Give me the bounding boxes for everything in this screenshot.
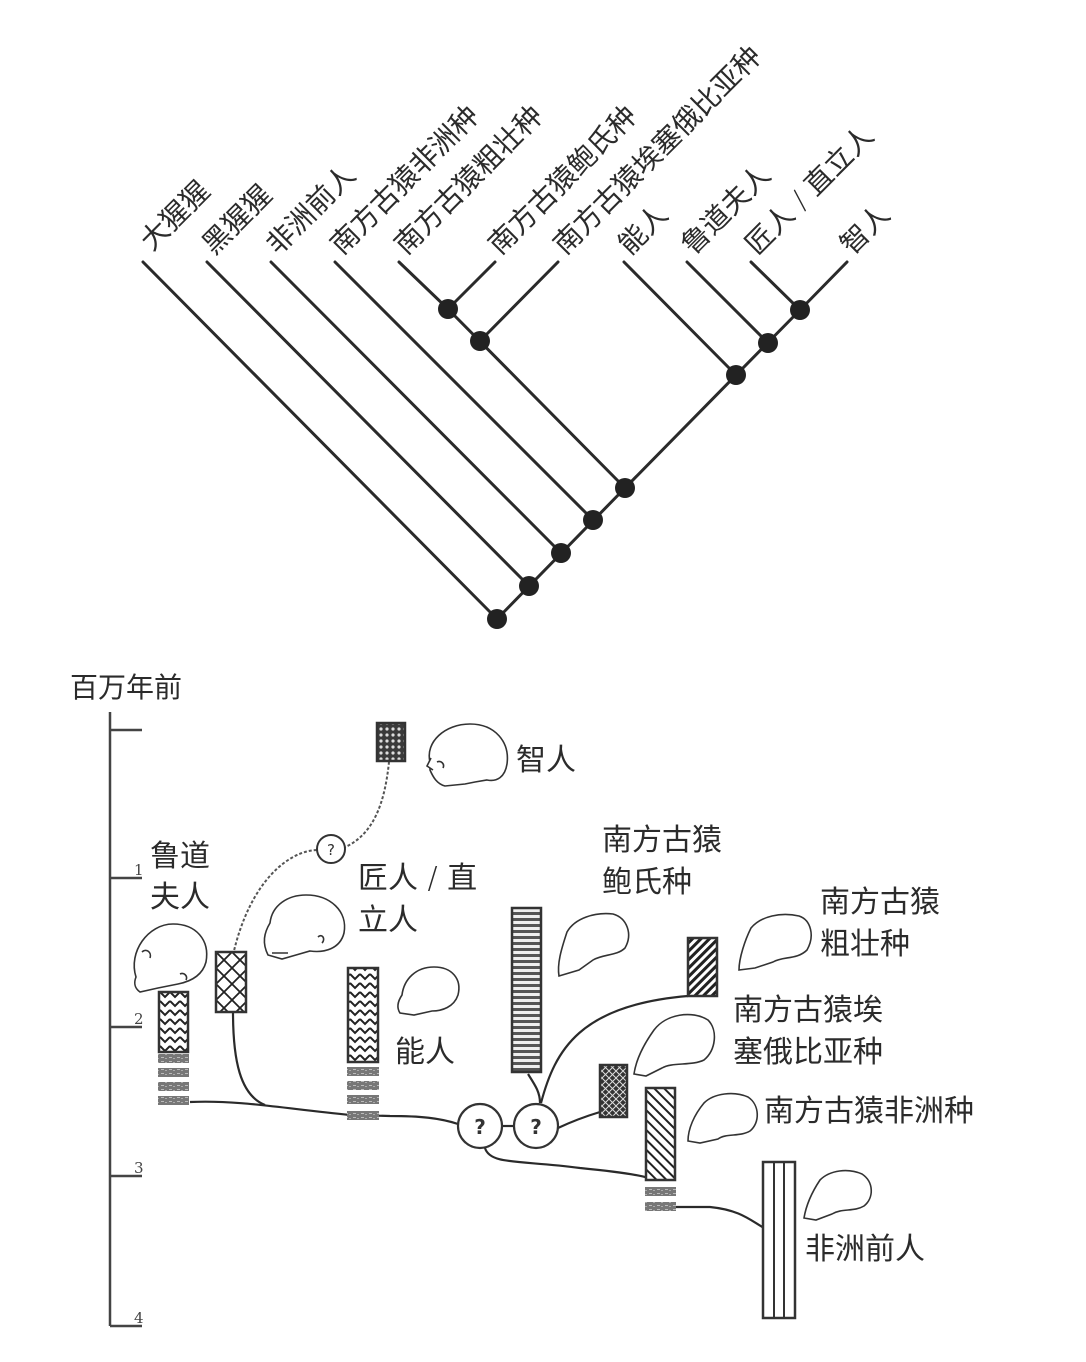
node [758,333,778,353]
node [726,365,746,385]
unknown-ancestor-node: ? [456,1102,504,1150]
branch-aethiopicus [478,260,560,343]
branch-rudolfensis [685,260,770,345]
branch-boisei [446,260,497,311]
node [583,510,603,530]
unknown-ancestor-node: ? [512,1102,560,1150]
timeline: 百万年前 1 2 3 4 ? ? [70,671,974,1328]
tick-label-3: 3 [134,1159,144,1177]
node [438,299,458,319]
node [615,478,635,498]
bar-africanus-uncertain [645,1187,676,1211]
label-africanus: 南方古猿非洲种 [764,1094,974,1129]
branch-robustus [397,260,450,311]
skull-icon-sapiens [425,723,509,787]
label-rudolfensis-line2: 夫人 [150,880,210,915]
label-robustus-line1: 南方古猿 [820,885,940,920]
bar-habilis-uncertain [347,1067,379,1120]
branch-africanus [333,260,595,522]
lineage-unknown-to-sapiens [342,761,390,849]
lineage-boisei [527,1073,542,1104]
label-boisei-line1: 南方古猿 [602,823,722,858]
axis-title: 百万年前 [70,671,182,704]
branch-ergaster [749,260,802,312]
axis-ticks: 1 2 3 4 [110,728,144,1328]
cladogram: 大猩猩 黑猩猩 非洲前人 南方古猿非洲种 南方古猿粗壮种 南方古猿鲍氏种 南方古… [134,40,897,629]
label-ergaster-line2: 立人 [358,903,418,938]
node [470,331,490,351]
unknown-marker: ? [530,1115,542,1139]
label-robustus-line2: 粗壮种 [820,927,910,962]
label-aethiopicus-line2: 塞俄比亚种 [733,1035,883,1070]
unknown-marker: ? [327,841,335,859]
skull-icon-habilis [397,966,460,1016]
label-rudolfensis-line1: 鲁道 [150,839,210,874]
skull-icon-boisei [557,912,630,978]
lineage-ergaster-to-unknown [232,849,319,956]
branch-sapiens [798,260,849,312]
node [551,543,571,563]
unknown-marker: ? [474,1115,486,1139]
label-sapiens: 智人 [516,743,576,778]
bar-sapiens [375,721,407,763]
bar-rudolfensis [157,990,190,1054]
bar-aethiopicus [598,1063,629,1119]
branch-habilis [622,260,738,377]
lineage-aethiopicus [557,1110,601,1129]
lineage-robustus [539,994,689,1104]
label-ergaster-line1: 匠人 / 直 [358,861,477,896]
skull-icon-rudolfensis [133,923,208,993]
lineage-afarensis [676,1205,765,1229]
skull-icon-africanus [687,1092,759,1144]
tick-label-2: 2 [134,1010,144,1028]
skull-icon-aethiopicus [633,1013,716,1077]
node [519,576,539,596]
tick-label-4: 4 [134,1309,144,1327]
skull-icon-robustus [738,913,812,971]
bar-afarensis [761,1160,797,1320]
lineage-main [189,1100,459,1126]
lineage-ergaster [231,1011,266,1107]
label-aethiopicus-line1: 南方古猿埃 [733,993,883,1028]
branch-chimpanzee [205,260,531,588]
bar-robustus [686,936,719,998]
label-afarensis: 非洲前人 [805,1232,925,1267]
branch-gorilla [141,260,499,621]
node [790,300,810,320]
bar-ergaster [214,950,248,1014]
label-habilis: 能人 [395,1035,455,1070]
leaf-label-sapiens: 智人 [834,198,897,261]
bar-boisei [510,906,543,1074]
skull-icon-afarensis [803,1169,873,1221]
skull-icon-ergaster [263,894,346,960]
bar-africanus [644,1086,677,1182]
lineage-to-africanus [483,1147,649,1180]
unknown-ancestor-node: ? [316,834,346,864]
label-boisei-line2: 鲍氏种 [602,865,692,900]
branch-afarensis [269,260,563,555]
node [487,609,507,629]
tick-label-1: 1 [134,861,144,879]
bar-habilis [346,966,380,1064]
bar-rudolfensis-uncertain [158,1054,189,1105]
